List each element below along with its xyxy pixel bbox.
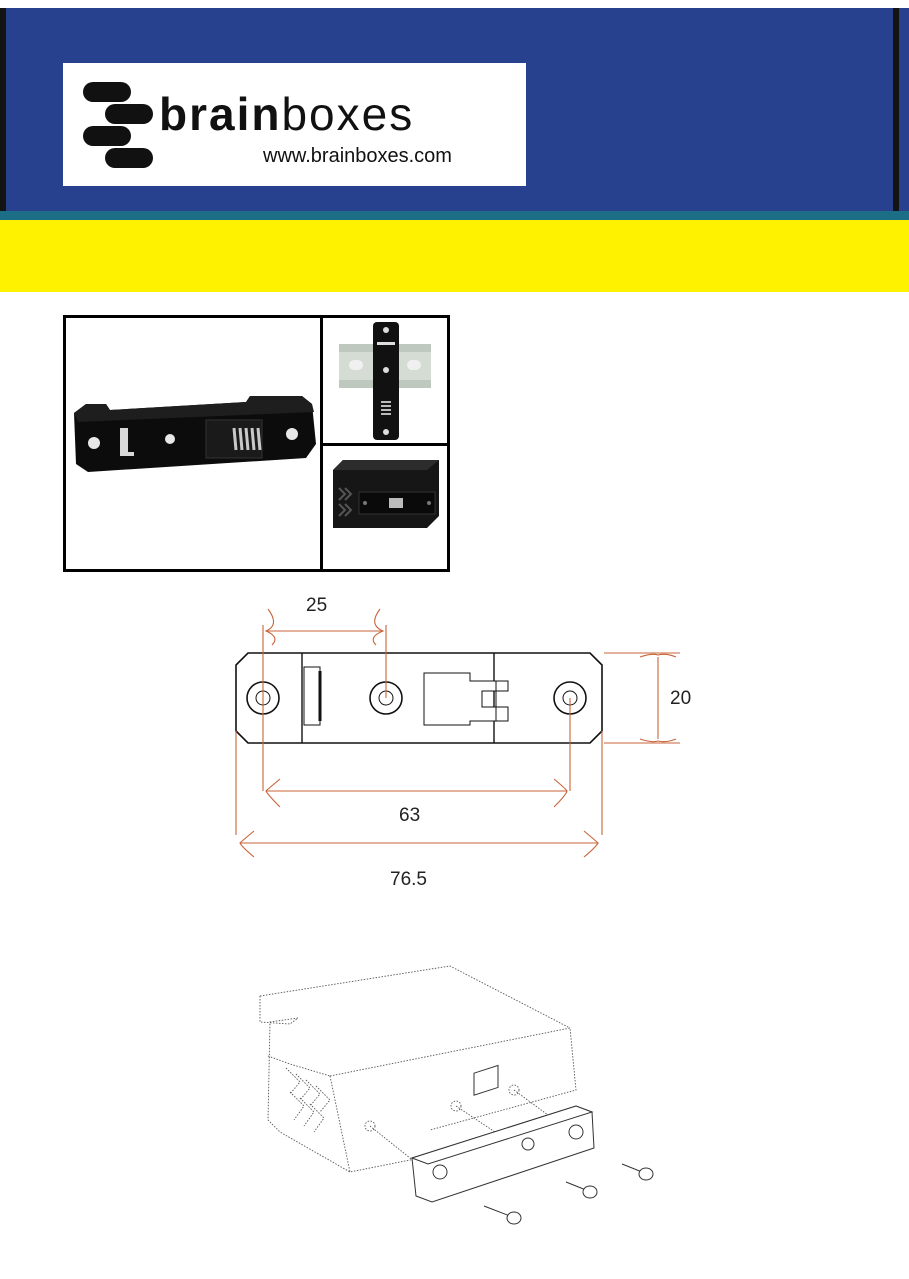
photo-divider-horizontal bbox=[320, 443, 447, 446]
brand-logo: brainboxes www.brainboxes.com bbox=[63, 63, 526, 186]
brand-name-light: boxes bbox=[281, 88, 415, 140]
brand-name-bold: brain bbox=[159, 88, 282, 140]
clip-outline bbox=[235, 652, 603, 744]
clip-on-rail-photo bbox=[339, 322, 431, 440]
product-photo-panel bbox=[63, 315, 450, 572]
header-accent-strip bbox=[0, 211, 909, 220]
header-edge-left bbox=[0, 8, 6, 213]
assembly-din-clip bbox=[410, 1064, 595, 1203]
title-band bbox=[0, 220, 909, 292]
dim-label-hole-spacing-long: 63 bbox=[399, 805, 421, 826]
assembly-screws bbox=[483, 1163, 654, 1225]
brand-logo-mark-icon bbox=[83, 82, 153, 168]
brand-url: www.brainboxes.com bbox=[263, 145, 452, 167]
dim-label-overall-length: 76.5 bbox=[390, 869, 427, 890]
din-clip-photo bbox=[74, 396, 316, 472]
brand-name: brainboxes bbox=[159, 91, 414, 137]
dim-label-height: 20 bbox=[670, 688, 692, 709]
header-edge-right bbox=[893, 8, 899, 213]
header-top-margin bbox=[0, 0, 909, 8]
device-with-clip-photo bbox=[333, 460, 439, 528]
dimension-drawing bbox=[235, 608, 680, 858]
assembly-illustration bbox=[259, 965, 654, 1225]
dim-label-hole-spacing-short: 25 bbox=[306, 595, 328, 616]
